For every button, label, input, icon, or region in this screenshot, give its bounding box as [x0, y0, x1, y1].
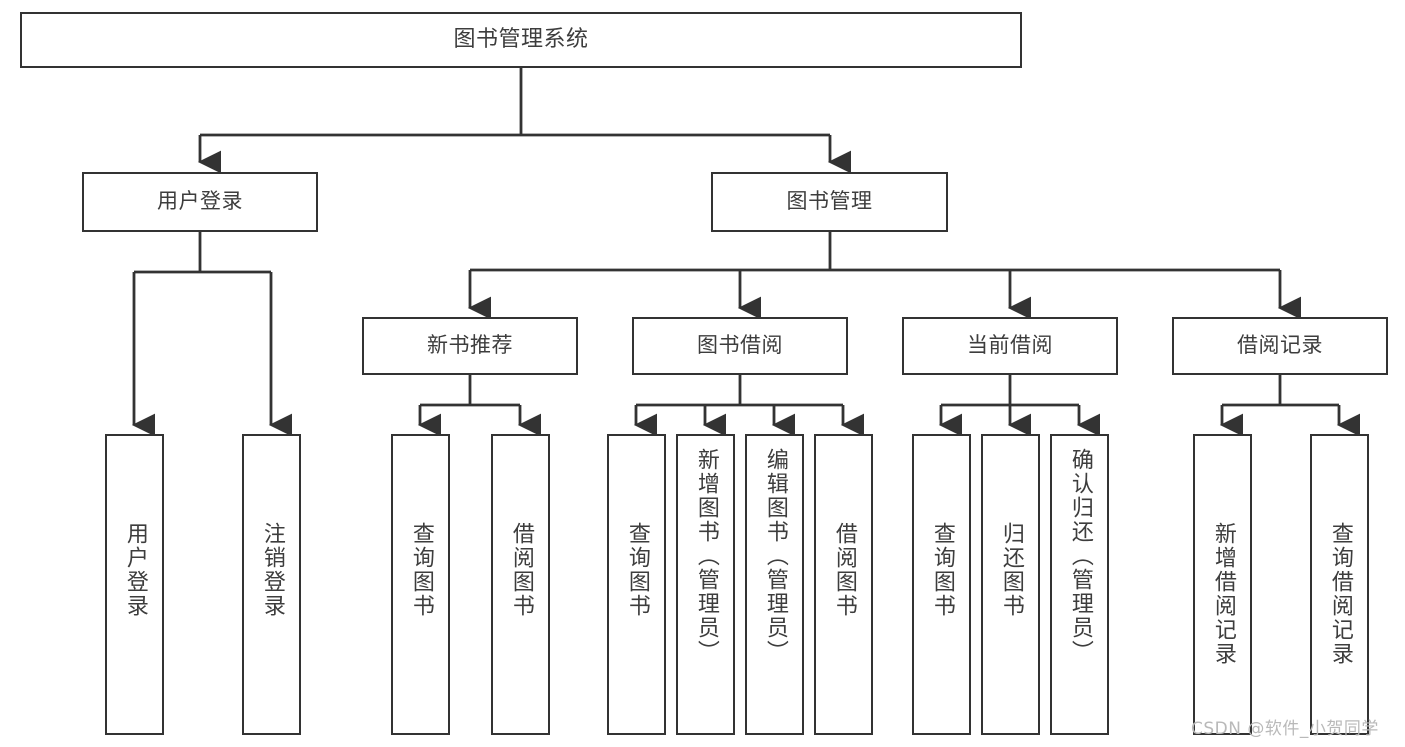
node-book-management[interactable]: 图书管理	[711, 172, 948, 232]
leaf-label: 编辑图书（管理员）	[762, 448, 788, 664]
leaf-label: 新增借阅记录	[1210, 522, 1236, 666]
leaf-confirm-return-admin[interactable]: 确认归还（管理员）	[1050, 434, 1109, 735]
leaf-label: 新增图书（管理员）	[693, 448, 719, 664]
leaf-label: 用户登录	[122, 522, 148, 618]
leaf-query-book-borrow[interactable]: 查询图书	[607, 434, 666, 735]
leaf-label: 查询借阅记录	[1327, 522, 1353, 666]
node-new-book-recommend[interactable]: 新书推荐	[362, 317, 578, 375]
leaf-label: 查询图书	[408, 522, 434, 618]
node-root-system[interactable]: 图书管理系统	[20, 12, 1022, 68]
leaf-add-book-admin[interactable]: 新增图书（管理员）	[676, 434, 735, 735]
leaf-query-book-current[interactable]: 查询图书	[912, 434, 971, 735]
leaf-label: 借阅图书	[508, 522, 534, 618]
leaf-borrow-book[interactable]: 借阅图书	[814, 434, 873, 735]
leaf-label: 归还图书	[998, 522, 1024, 618]
leaf-label: 确认归还（管理员）	[1067, 448, 1093, 664]
node-book-borrow[interactable]: 图书借阅	[632, 317, 848, 375]
leaf-label: 查询图书	[624, 522, 650, 618]
leaf-label: 注销登录	[259, 522, 285, 618]
node-borrow-record[interactable]: 借阅记录	[1172, 317, 1388, 375]
leaf-label: 查询图书	[929, 522, 955, 618]
leaf-borrow-book-rec[interactable]: 借阅图书	[491, 434, 550, 735]
leaf-query-book-rec[interactable]: 查询图书	[391, 434, 450, 735]
leaf-user-login[interactable]: 用户登录	[105, 434, 164, 735]
leaf-edit-book-admin[interactable]: 编辑图书（管理员）	[745, 434, 804, 735]
leaf-add-borrow-record[interactable]: 新增借阅记录	[1193, 434, 1252, 735]
node-current-borrow[interactable]: 当前借阅	[902, 317, 1118, 375]
leaf-logout[interactable]: 注销登录	[242, 434, 301, 735]
csdn-watermark: CSDN @软件_小贺同学	[1191, 719, 1379, 739]
node-user-login[interactable]: 用户登录	[82, 172, 318, 232]
leaf-label: 借阅图书	[831, 522, 857, 618]
leaf-return-book[interactable]: 归还图书	[981, 434, 1040, 735]
leaf-query-borrow-record[interactable]: 查询借阅记录	[1310, 434, 1369, 735]
